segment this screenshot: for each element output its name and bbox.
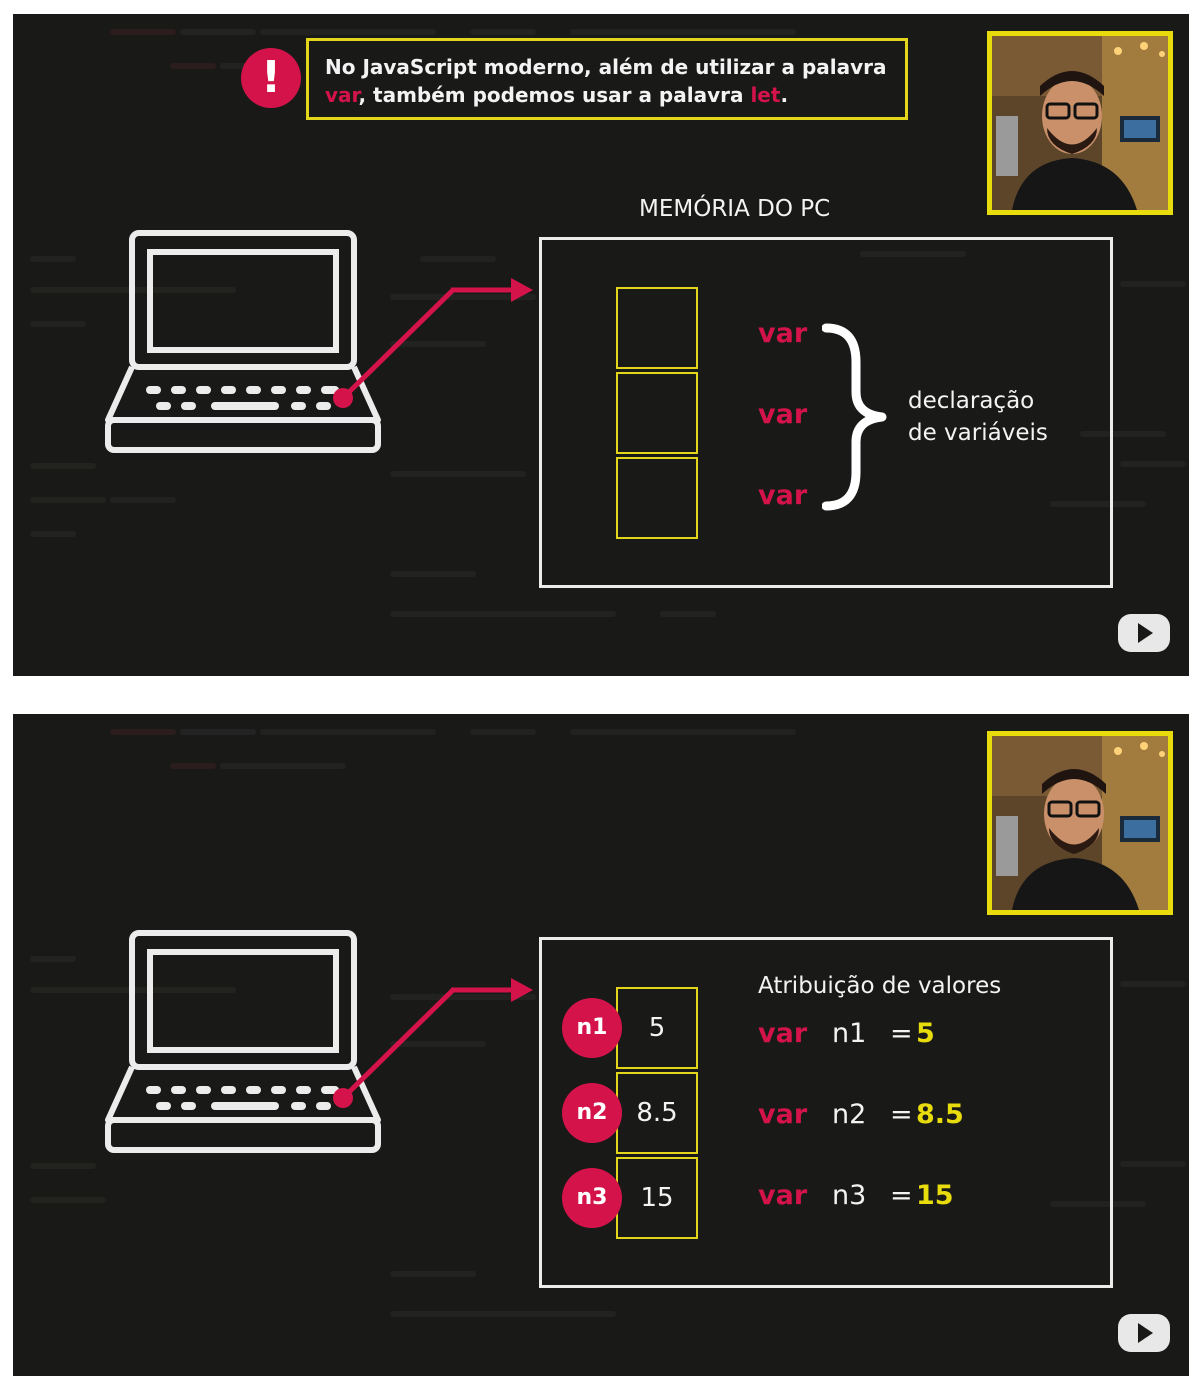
memory-cell-1: [616, 287, 698, 369]
notice-mid: , também podemos usar a palavra: [358, 83, 751, 107]
alert-icon: !: [241, 48, 301, 108]
memory-cell-3: [616, 457, 698, 539]
variable-badge-n3: n3: [562, 1168, 622, 1228]
laptop-icon: [105, 230, 381, 453]
variable-name-n2: n2: [832, 1099, 867, 1130]
notice-keyword-let: let: [750, 83, 781, 107]
memory-cell-1: 5: [616, 987, 698, 1069]
memory-cell-2: 8.5: [616, 1072, 698, 1154]
laptop-icon: [105, 930, 381, 1153]
variable-badge-n1: n1: [562, 998, 622, 1058]
memory-cell-2: [616, 372, 698, 454]
memory-cell-3: 15: [616, 1157, 698, 1239]
brace-label-line1: declaração: [908, 388, 1035, 414]
brace-label-line2: de variáveis: [908, 420, 1048, 446]
assigned-value-3: 15: [916, 1180, 954, 1211]
assigned-value-1: 5: [916, 1018, 935, 1049]
equals-sign-1: =: [890, 1018, 913, 1049]
notice-line1: No JavaScript moderno, além de utilizar …: [325, 55, 887, 79]
variable-name-n3: n3: [832, 1180, 867, 1211]
webcam-presenter: [987, 31, 1173, 215]
background-code-lines: [30, 29, 1186, 617]
keyword-var-3: var: [758, 1180, 808, 1211]
background-code-lines: [30, 729, 1186, 1317]
arrow-icon: [333, 978, 533, 1108]
memory-box: Atribuição de valores 5 8.5 15 n1 n2 n3 …: [539, 937, 1113, 1288]
keyword-var-2: var: [758, 1099, 808, 1130]
webcam-presenter: [987, 731, 1173, 915]
assignment-heading: Atribuição de valores: [758, 973, 1002, 999]
memory-box: var var var declaração de variáveis: [539, 237, 1113, 588]
notice-keyword-var: var: [325, 83, 359, 107]
variable-name-n1: n1: [832, 1018, 867, 1049]
keyword-var-1: var: [758, 318, 808, 349]
equals-sign-3: =: [890, 1180, 913, 1211]
video-frame-variable-declaration: ! No JavaScript moderno, além de utiliza…: [13, 14, 1189, 676]
notice-box: No JavaScript moderno, além de utilizar …: [306, 38, 908, 120]
notice-end: .: [780, 83, 789, 107]
keyword-var-3: var: [758, 480, 808, 511]
curly-brace-icon: [822, 323, 887, 511]
notice-text: No JavaScript moderno, além de utilizar …: [325, 53, 900, 109]
play-icon[interactable]: [1116, 612, 1172, 654]
play-icon[interactable]: [1116, 1312, 1172, 1354]
variable-badge-n2: n2: [562, 1083, 622, 1143]
video-frame-value-assignment: Atribuição de valores 5 8.5 15 n1 n2 n3 …: [13, 714, 1189, 1376]
equals-sign-2: =: [890, 1099, 913, 1130]
arrow-icon: [333, 278, 533, 408]
keyword-var-2: var: [758, 399, 808, 430]
brace-label: declaração de variáveis: [908, 385, 1048, 449]
assigned-value-2: 8.5: [916, 1099, 964, 1130]
keyword-var-1: var: [758, 1018, 808, 1049]
memory-title: MEMÓRIA DO PC: [639, 196, 831, 222]
